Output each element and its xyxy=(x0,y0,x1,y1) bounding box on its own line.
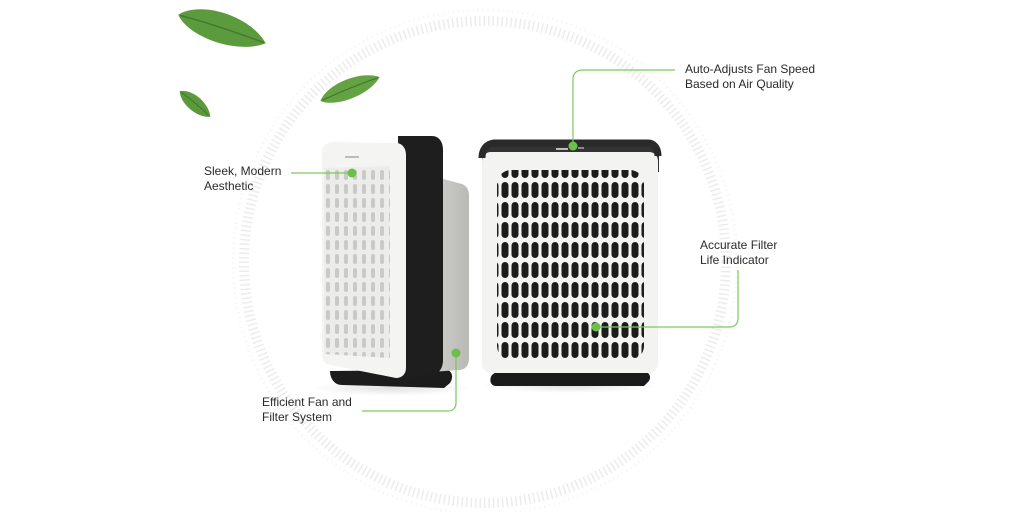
callout-auto-label: Auto-Adjusts Fan Speed Based on Air Qual… xyxy=(685,62,815,92)
leaf-small xyxy=(179,90,211,117)
callout-filter-life-label: Accurate Filter Life Indicator xyxy=(700,238,777,268)
callout-sleek-line-2: Aesthetic xyxy=(204,179,254,193)
callout-fan-line-1: Efficient Fan and xyxy=(262,395,352,409)
callout-filter-life-line-1: Accurate Filter xyxy=(700,238,778,252)
leaf-middle xyxy=(320,75,380,103)
callout-auto-line-2: Based on Air Quality xyxy=(685,77,794,91)
leaf-top xyxy=(178,9,266,47)
air-purifier-angled xyxy=(312,136,472,396)
callout-lines xyxy=(291,69,739,412)
callout-auto-line-1: Auto-Adjusts Fan Speed xyxy=(685,62,816,76)
callout-dots xyxy=(347,141,601,358)
callout-fan-label: Efficient Fan and Filter System xyxy=(262,395,352,425)
callout-sleek-label: Sleek, Modern Aesthetic xyxy=(204,164,281,194)
background-ring xyxy=(231,8,739,512)
callout-filter-life-line-2: Life Indicator xyxy=(700,253,769,267)
callout-sleek-line-1: Sleek, Modern xyxy=(204,164,282,178)
callout-fan-line-2: Filter System xyxy=(262,410,333,424)
air-purifier-front xyxy=(478,139,662,393)
